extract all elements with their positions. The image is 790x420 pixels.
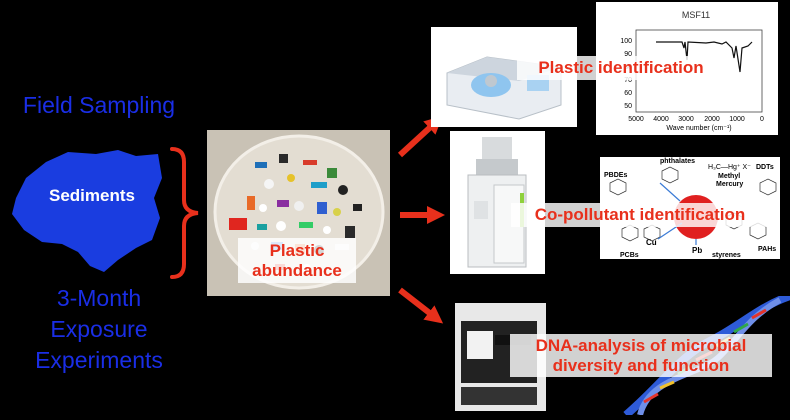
molecule-pahs: PAHs [758, 246, 776, 253]
field-sampling-title: Field Sampling [22, 92, 176, 118]
molecule-pbdes: PBDEs [604, 172, 627, 179]
molecule-pb: Pb [692, 246, 702, 255]
plastic-identification-label: Plastic identification [517, 56, 725, 80]
molecule-cu: Cu [646, 238, 657, 247]
molecule-methyl: Methyl [718, 173, 740, 180]
spectrum-trace [656, 41, 753, 73]
dna-analysis-label: DNA-analysis of microbial diversity and … [510, 334, 772, 378]
molecule-phthalates: phthalates [660, 158, 695, 165]
plastic-sample-photo: Plastic abundance [207, 130, 390, 296]
y-tick-90: 90 [624, 51, 632, 58]
x-tick-0: 0 [760, 116, 764, 123]
arrow-to-dna [398, 287, 444, 324]
y-tick-50: 50 [624, 103, 632, 110]
gcms-instrument-image [467, 137, 527, 268]
molecule-pcbs: PCBs [620, 252, 639, 259]
molecule-mercury: Mercury [716, 181, 743, 188]
x-tick-5000: 5000 [628, 116, 644, 123]
right-brace [170, 147, 199, 279]
spectrometer-photo [431, 27, 577, 127]
x-tick-3000: 3000 [678, 116, 694, 123]
sediments-label: Sediments [49, 186, 135, 205]
y-tick-100: 100 [620, 38, 632, 45]
plastic-abundance-label: Plastic abundance [238, 238, 356, 284]
spectrum-title: MSF11 [682, 10, 710, 20]
copollutant-identification-label: Co-pollutant identification [511, 203, 769, 227]
molecule-ddts: DDTs [756, 164, 774, 171]
sequencer-photo [455, 303, 546, 411]
gcms-instrument-photo [450, 131, 545, 274]
x-tick-2000: 2000 [704, 116, 720, 123]
exposure-experiments-label: 3-Month Exposure Experiments [35, 285, 163, 373]
x-tick-4000: 4000 [653, 116, 669, 123]
molecule-styrenes: styrenes [712, 252, 741, 259]
sediments-map [12, 150, 162, 272]
molecule-methylmercury-formula: H₃C—Hg⁺ X⁻ [708, 164, 751, 171]
y-tick-60: 60 [624, 90, 632, 97]
y-tick-70: 70 [624, 77, 632, 84]
x-tick-1000: 1000 [729, 116, 745, 123]
spectrum-xlabel: Wave number (cm⁻¹) [666, 125, 731, 132]
